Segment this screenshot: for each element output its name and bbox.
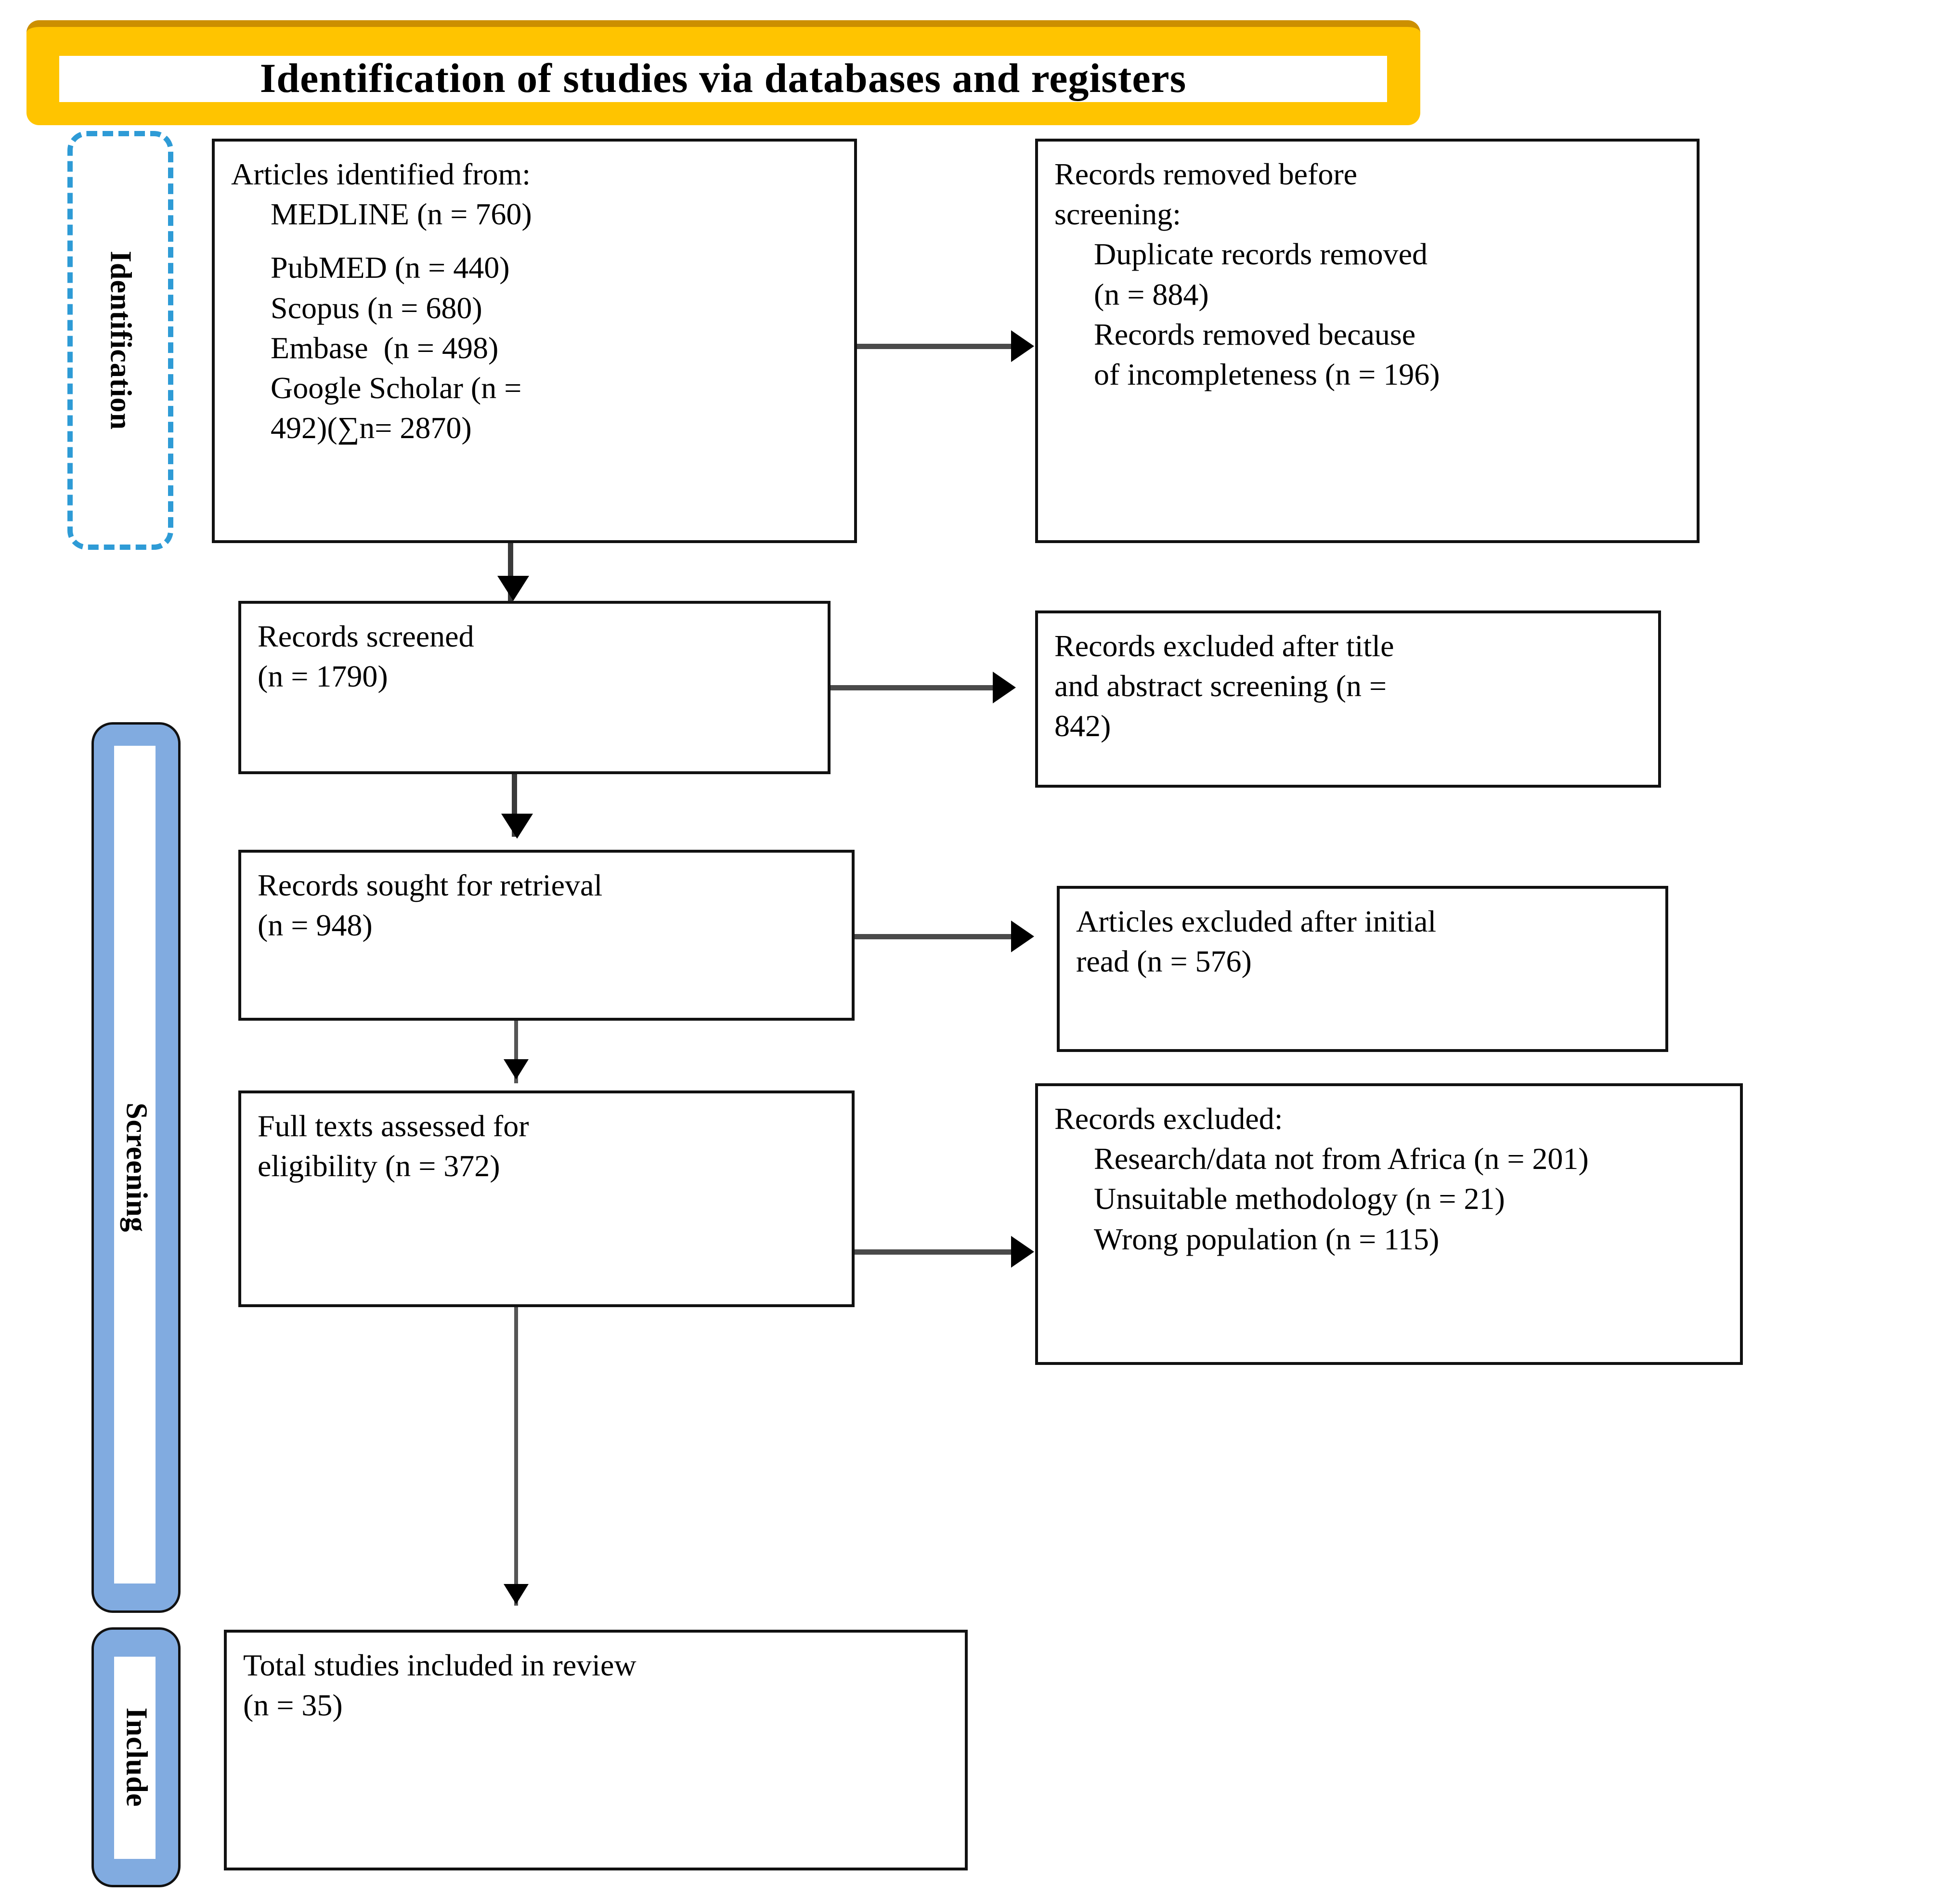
- header-title-plate: Identification of studies via databases …: [59, 55, 1387, 102]
- box-line: Records sought for retrieval: [258, 868, 603, 902]
- header-banner: Identification of studies via databases …: [26, 20, 1420, 125]
- connector-screened-to-sought: [512, 774, 517, 837]
- box-line: MEDLINE (n = 760): [271, 197, 532, 232]
- box-line: PubMED (n = 440): [271, 250, 510, 285]
- box-line: (n = 1790): [258, 659, 388, 694]
- box-line: Articles excluded after initial: [1076, 904, 1437, 938]
- box-line: and abstract screening (n =: [1054, 669, 1387, 703]
- box-line: Google Scholar (n =: [271, 370, 522, 405]
- arrowhead-right-fulltext-to-excluded-reasons: [1011, 1236, 1034, 1268]
- connector-identified-to-removed: [857, 344, 1021, 349]
- box-line: (n = 884): [1094, 277, 1209, 312]
- box-line: eligibility (n = 372): [258, 1149, 500, 1183]
- stage-bar-include: Include: [91, 1627, 181, 1887]
- box-line: screening:: [1054, 197, 1181, 232]
- stage-bar-screening-inner: [114, 746, 156, 1583]
- box-line: Scopus (n = 680): [271, 290, 482, 325]
- box-line: Records excluded:: [1054, 1102, 1283, 1136]
- box-records-excluded-reasons: Records excluded: Research/data not from…: [1035, 1083, 1743, 1365]
- arrowhead-right-identified-to-removed: [1011, 330, 1034, 362]
- arrowhead-right-screened-to-excluded: [993, 672, 1016, 703]
- box-line: Records removed because: [1094, 317, 1416, 351]
- box-line: Research/data not from Africa (n = 201): [1094, 1142, 1589, 1176]
- stage-label-identification: Identification: [104, 250, 137, 430]
- connector-sought-to-excluded-initial: [855, 934, 1021, 939]
- stage-label-include: Include: [120, 1707, 153, 1807]
- connector-identified-to-screened: [508, 543, 513, 601]
- box-records-screened: Records screened (n = 1790): [238, 601, 831, 774]
- connector-fulltext-to-excluded-reasons: [855, 1249, 1021, 1255]
- box-line: (n = 948): [258, 908, 373, 943]
- connector-fulltext-to-included: [514, 1307, 518, 1606]
- box-line: Records excluded after title: [1054, 629, 1394, 663]
- box-line: of incompleteness (n = 196): [1094, 357, 1440, 391]
- box-total-studies-included: Total studies included in review (n = 35…: [224, 1630, 968, 1870]
- box-line: Records removed before: [1054, 157, 1358, 191]
- stage-bar-identification: Identification: [67, 131, 173, 550]
- box-line: 492)(∑n= 2870): [271, 411, 472, 445]
- arrowhead-down-sought-to-fulltext: [504, 1059, 529, 1079]
- box-records-removed-before-screening: Records removed before screening: Duplic…: [1035, 139, 1700, 543]
- box-full-texts-assessed: Full texts assessed for eligibility (n =…: [238, 1090, 855, 1307]
- box-records-identified: Articles identified from: MEDLINE (n = 7…: [212, 139, 857, 543]
- box-line: Full texts assessed for: [258, 1109, 529, 1143]
- box-line: Articles identified from:: [231, 157, 531, 191]
- arrowhead-down-fulltext-to-included: [504, 1584, 529, 1604]
- box-line: Records screened: [258, 619, 474, 653]
- box-line: 842): [1054, 709, 1111, 743]
- box-line: read (n = 576): [1076, 944, 1252, 979]
- box-records-excluded-title-abstract: Records excluded after title and abstrac…: [1035, 610, 1661, 788]
- connector-sought-to-fulltext: [514, 1021, 518, 1083]
- stage-bar-include-inner: [114, 1657, 156, 1859]
- stage-label-screening: Screening: [120, 1103, 153, 1233]
- connector-screened-to-excluded: [831, 685, 1004, 690]
- box-line: Embase (n = 498): [271, 330, 499, 365]
- box-articles-excluded-initial-read: Articles excluded after initial read (n …: [1057, 886, 1668, 1052]
- page-title: Identification of studies via databases …: [260, 55, 1187, 101]
- arrowhead-down-identified-to-screened: [497, 576, 529, 601]
- stage-bar-screening: Screening: [91, 722, 181, 1613]
- box-line: Duplicate records removed: [1094, 237, 1428, 272]
- box-line: (n = 35): [243, 1688, 343, 1723]
- arrowhead-right-sought-to-excluded-initial: [1011, 921, 1034, 952]
- box-line: Total studies included in review: [243, 1648, 636, 1682]
- box-line: Wrong population (n = 115): [1094, 1221, 1440, 1256]
- box-line: Unsuitable methodology (n = 21): [1094, 1181, 1505, 1216]
- box-records-sought-retrieval: Records sought for retrieval (n = 948): [238, 850, 855, 1021]
- arrowhead-down-screened-to-sought: [501, 814, 533, 839]
